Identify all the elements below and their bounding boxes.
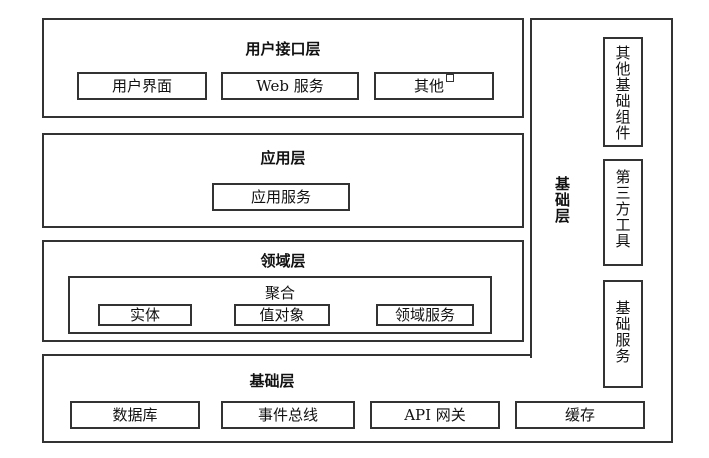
interface-layer: 用户接口层 用户界面 Web 服务 其他: [42, 18, 524, 118]
cache-item: 缓存: [515, 401, 645, 429]
third-party-tools-label: 第三方工具: [613, 169, 632, 249]
api-gateway-item: API 网关: [370, 401, 500, 429]
infrastructure-column: [530, 18, 673, 358]
application-service-item: 应用服务: [212, 183, 350, 211]
database-item: 数据库: [70, 401, 200, 429]
event-bus-item: 事件总线: [221, 401, 355, 429]
infrastructure-joint: [532, 352, 671, 358]
infrastructure-side-title: 基础层: [553, 176, 571, 224]
application-layer-title: 应用层: [260, 149, 306, 167]
other-item: 其他: [374, 72, 494, 100]
ui-item: 用户界面: [77, 72, 207, 100]
other-infra-components-label: 其他基础组件: [613, 45, 632, 141]
domain-service-item: 领域服务: [376, 304, 474, 326]
aggregate-label: 聚合: [264, 284, 295, 302]
other-item-label: 其他: [413, 77, 444, 95]
infrastructure-bottom: [42, 354, 673, 443]
other-infra-components-item: 其他基础组件: [603, 37, 643, 147]
small-square-icon: [446, 74, 454, 82]
value-object-item: 值对象: [234, 304, 330, 326]
application-layer: 应用层 应用服务: [42, 133, 524, 228]
interface-layer-title: 用户接口层: [245, 40, 321, 58]
web-service-item: Web 服务: [221, 72, 359, 100]
infrastructure-bottom-top-edge: [42, 354, 532, 356]
domain-layer-title: 领域层: [260, 252, 306, 270]
infra-service-item: 基础服务: [603, 280, 643, 388]
domain-layer: 领域层 聚合 实体 值对象 领域服务: [42, 240, 524, 342]
infrastructure-title: 基础层: [249, 372, 295, 390]
infra-service-label: 基础服务: [613, 300, 632, 364]
entity-item: 实体: [98, 304, 192, 326]
third-party-tools-item: 第三方工具: [603, 159, 643, 266]
aggregate-box: 聚合 实体 值对象 领域服务: [68, 276, 492, 334]
